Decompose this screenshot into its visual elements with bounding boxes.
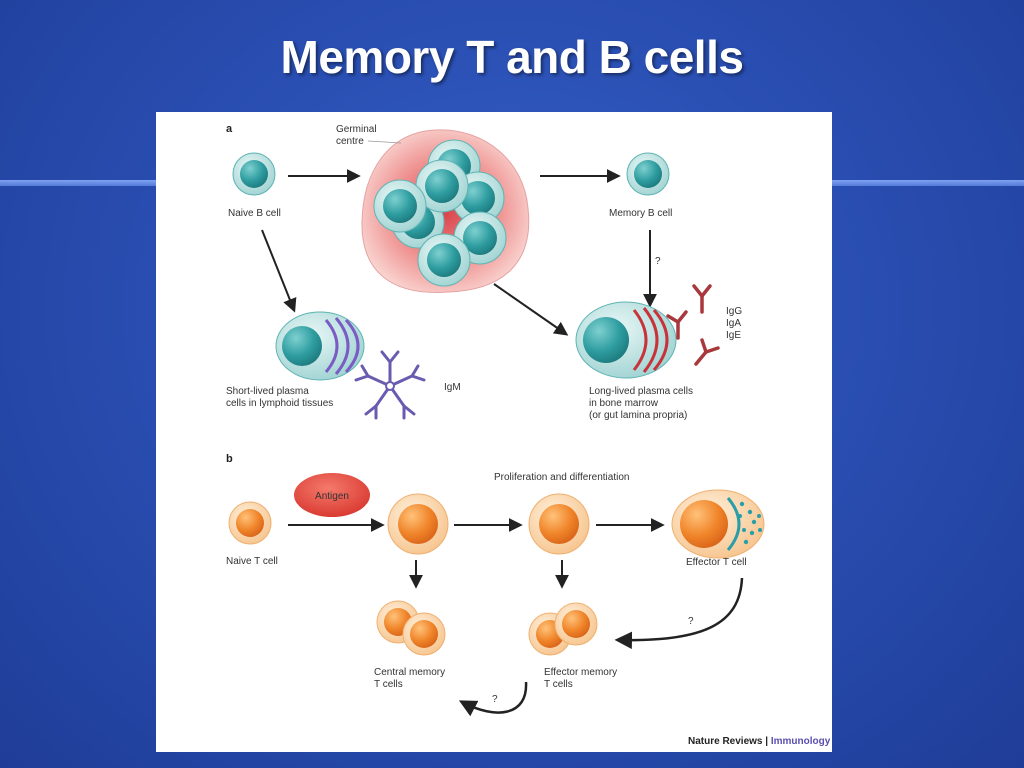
question-mark-bottom: ? xyxy=(492,694,498,705)
question-mark-right: ? xyxy=(688,616,694,627)
arrow-gc-to-longlived xyxy=(493,283,569,336)
panel-b-label: b xyxy=(226,453,233,465)
long-lived-plasma-cell xyxy=(575,301,677,379)
memory-b-cell xyxy=(626,152,670,196)
short-lived-plasma-cell xyxy=(275,311,365,381)
long-lived-label-3: (or gut lamina propria) xyxy=(589,410,687,421)
slide-title: Memory T and B cells xyxy=(280,31,744,83)
diagram: a Naive B cell Germinal centre Memory B … xyxy=(226,123,831,747)
effector-memory-label-2: T cells xyxy=(544,679,573,690)
arrow-naive-to-shortlived xyxy=(261,229,297,313)
long-lived-label-2: in bone marrow xyxy=(589,398,659,409)
panel-a-label: a xyxy=(226,123,233,135)
curved-arrow-effector-to-memory xyxy=(614,577,744,650)
effector-memory-t-cells xyxy=(528,602,598,656)
igm-core xyxy=(385,381,395,391)
germinal-centre-pointer xyxy=(367,140,402,144)
question-mark-a: ? xyxy=(655,256,661,267)
ige-label: IgE xyxy=(726,330,741,341)
central-memory-t-cells xyxy=(376,600,446,656)
memory-b-cell-label: Memory B cell xyxy=(609,208,672,219)
germinal-centre-label-2: centre xyxy=(336,136,364,147)
effector-t-cell xyxy=(671,489,765,559)
journal-credit: Nature Reviews | Immunology xyxy=(688,736,831,747)
figure-panel: a Naive B cell Germinal centre Memory B … xyxy=(156,112,832,752)
activated-t-cell-1 xyxy=(387,493,449,555)
naive-t-cell xyxy=(228,501,272,545)
antigen-blob xyxy=(294,473,370,517)
igm-label: IgM xyxy=(444,382,461,393)
naive-b-cell xyxy=(232,152,276,196)
iga-label: IgA xyxy=(726,318,741,329)
central-memory-label-1: Central memory xyxy=(374,667,445,678)
short-lived-label-1: Short-lived plasma xyxy=(226,386,309,397)
curved-arrow-effector-memory-to-central xyxy=(458,681,528,717)
proliferation-label: Proliferation and differentiation xyxy=(494,472,629,483)
germinal-centre xyxy=(361,129,530,293)
credit-separator: | xyxy=(762,736,770,747)
igg-iga-ige-antibodies xyxy=(666,284,720,366)
short-lived-label-2: cells in lymphoid tissues xyxy=(226,398,333,409)
germinal-centre-label-1: Germinal xyxy=(336,124,377,135)
germinal-centre-cells xyxy=(373,139,507,287)
credit-journal: Nature Reviews xyxy=(688,736,763,747)
central-memory-label-2: T cells xyxy=(374,679,403,690)
effector-t-cell-label: Effector T cell xyxy=(686,557,747,568)
igg-label: IgG xyxy=(726,306,742,317)
activated-t-cell-2 xyxy=(528,493,590,555)
antigen-label: Antigen xyxy=(315,491,349,502)
naive-t-cell-label: Naive T cell xyxy=(226,556,278,567)
effector-memory-label-1: Effector memory xyxy=(544,667,617,678)
naive-b-cell-label: Naive B cell xyxy=(228,208,281,219)
credit-section: Immunology xyxy=(771,736,831,747)
long-lived-label-1: Long-lived plasma cells xyxy=(589,386,693,397)
